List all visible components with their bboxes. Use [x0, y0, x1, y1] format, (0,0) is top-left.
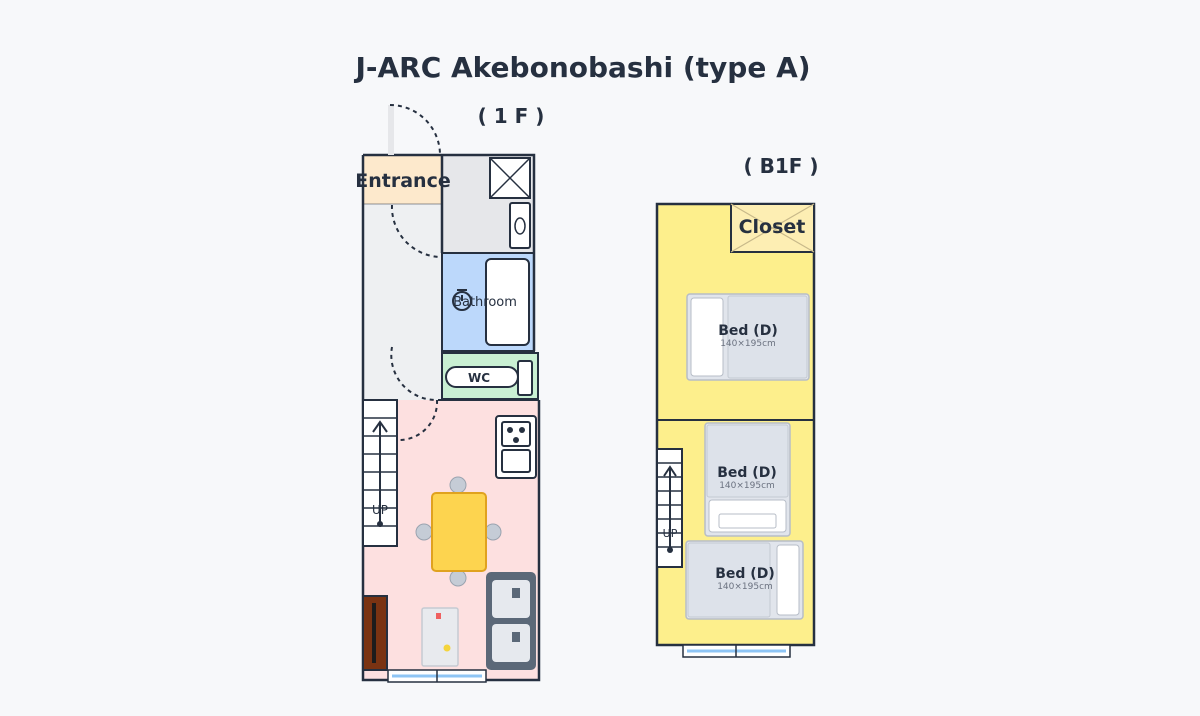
shower-icon [452, 291, 472, 311]
bathroom-label: Bathroom [453, 295, 517, 310]
wc-label: WC [468, 371, 490, 385]
entrance-area [363, 155, 442, 204]
chair-icon [484, 523, 502, 541]
chair-icon [449, 569, 467, 587]
plan-title: J-ARC Akebonobashi (type A) [353, 51, 810, 84]
bed-2-label: Bed (D) [717, 465, 776, 481]
stairs-arrow-icon [663, 465, 677, 550]
chair-icon [415, 523, 433, 541]
dining-table [431, 492, 487, 572]
bed-3-size: 140×195cm [717, 582, 773, 592]
entrance-label: Entrance [355, 170, 450, 192]
sink-icon [509, 202, 531, 249]
door-swing-entrance [389, 104, 441, 156]
hallway-area [363, 204, 442, 400]
floor-label-b1f: ( B1F ) [743, 154, 818, 178]
fridge-icon [421, 607, 459, 667]
closet-label: Closet [739, 216, 806, 238]
bed-3 [685, 540, 804, 620]
door-swing-utility [390, 204, 441, 258]
wall-1f-upper [363, 153, 536, 351]
bed-2 [704, 422, 791, 537]
stairs-b1f-label: UP [663, 527, 678, 540]
floor-label-1f: ( 1 F ) [478, 104, 545, 128]
entrance-door [388, 105, 394, 155]
door-swing-wc [390, 346, 438, 402]
bed-1 [686, 293, 810, 381]
chair-icon [449, 476, 467, 494]
stairs-arrow-icon [372, 420, 388, 524]
toilet-tank-icon [517, 360, 533, 396]
bed-1-size: 140×195cm [720, 339, 776, 349]
bed-3-label: Bed (D) [715, 566, 774, 582]
bed-2-size: 140×195cm [719, 481, 775, 491]
stairs-1f-label: UP [372, 503, 388, 517]
bathtub-icon [485, 258, 530, 346]
bed-1-label: Bed (D) [718, 323, 777, 339]
